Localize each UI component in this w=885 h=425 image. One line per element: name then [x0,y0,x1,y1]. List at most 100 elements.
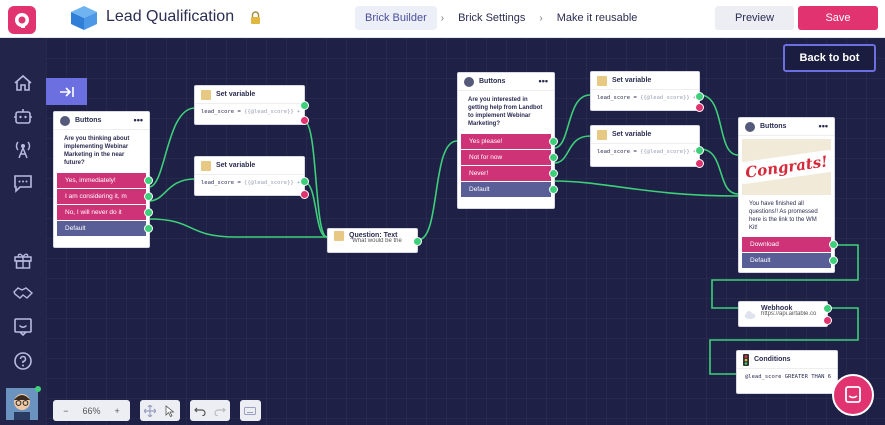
select-tool[interactable] [160,400,180,421]
flow-canvas[interactable]: Buttons ••• Are you thinking about imple… [46,38,885,425]
brick-message: You have finished all questions!! As pro… [749,201,818,231]
output-port[interactable] [695,146,704,155]
buttons-brick-icon [745,121,755,132]
button-option[interactable]: Yes, immediately! [57,173,153,188]
pan-tool[interactable] [140,400,160,421]
keyboard-button[interactable] [240,400,260,421]
brick-header: Set variable [195,86,304,104]
broadcast-icon[interactable] [12,138,34,160]
bot-icon[interactable] [12,105,34,127]
variable-expression: lead_score = {{@lead_score}} + 1 [201,180,304,186]
brick-header: Question: Text [328,229,417,242]
output-port[interactable] [549,137,558,146]
more-options-icon[interactable]: ••• [133,115,143,125]
default-option[interactable]: Default [57,221,153,236]
bot-logo-icon [15,13,29,28]
brick-title: Question: Text [349,232,398,239]
button-option[interactable]: Never! [461,166,558,181]
output-port[interactable] [549,169,558,178]
gift-icon[interactable] [12,249,34,271]
buttons-brick[interactable]: Buttons ••• Congrats! You have finished … [738,117,838,273]
output-port[interactable] [413,237,422,246]
tab-brick-builder[interactable]: Brick Builder [355,6,437,30]
webhook-url: https://api.airtable.co [761,311,817,317]
brick-question: Are you interested in getting help from … [468,97,543,127]
set-variable-brick[interactable]: Set variable lead_score = {{@lead_score}… [590,71,704,112]
question-text-brick[interactable]: Question: Text "What would be the [327,228,422,253]
question-preview: "What would be the [350,238,402,244]
lock-icon[interactable] [250,11,261,24]
buttons-brick[interactable]: Buttons ••• Are you thinking about imple… [53,111,153,248]
save-button[interactable]: Save [798,6,878,30]
home-icon[interactable] [12,72,34,94]
redo-button[interactable] [210,400,230,421]
button-option[interactable]: Download [742,237,838,252]
set-variable-brick[interactable]: Set variable lead_score = {{@lead_score}… [590,125,704,168]
handshake-icon[interactable] [12,282,34,304]
feedback-icon[interactable] [12,316,34,338]
buttons-brick[interactable]: Buttons ••• Are you interested in gettin… [457,72,558,209]
more-options-icon[interactable]: ••• [538,76,548,86]
output-port[interactable] [829,240,838,249]
button-option[interactable]: Yes please! [461,134,558,149]
preview-button[interactable]: Preview [715,6,794,30]
bot-title[interactable]: Lead Qualification [106,8,235,25]
default-option[interactable]: Default [742,253,838,268]
top-bar: Lead Qualification Brick Builder › Brick… [0,0,885,38]
zoom-out-button[interactable]: − [63,405,69,416]
user-avatar[interactable] [6,388,38,420]
option-label: No, I will never do it [65,209,122,216]
congrats-image-text: Congrats! [742,149,831,185]
default-option[interactable]: Default [461,182,558,197]
button-option[interactable]: No, I will never do it [57,205,153,220]
set-variable-brick[interactable]: Set variable lead_score = {{@lead_score}… [194,156,309,199]
tab-make-reusable[interactable]: Make it reusable [556,12,638,24]
output-port[interactable] [300,177,309,186]
button-option[interactable]: Not for now [461,150,558,165]
error-port[interactable] [823,316,832,325]
more-options-icon[interactable]: ••• [818,121,828,131]
webhook-brick[interactable]: Webhook https://api.airtable.co [738,301,832,327]
output-port[interactable] [144,224,153,233]
undo-button[interactable] [190,400,210,421]
error-port[interactable] [300,190,309,199]
cursor-icon [165,404,175,417]
option-label: Default [469,186,490,193]
error-port[interactable] [695,159,704,168]
error-port[interactable] [695,103,704,112]
chat-icon[interactable] [12,172,34,194]
zoom-in-button[interactable]: + [114,405,120,416]
connector-lines [148,94,859,375]
buttons-brick-icon [464,76,474,87]
zoom-level: 66% [82,405,101,416]
cloud-icon [744,311,756,319]
notepad-icon [201,89,211,100]
pointer-tools [140,400,180,421]
zoom-control: − 66% + [53,400,130,421]
landbot-logo[interactable] [8,6,36,34]
brick-header: Set variable [591,126,699,144]
help-icon[interactable] [12,350,34,372]
output-port[interactable] [144,176,153,185]
output-port[interactable] [144,208,153,217]
output-port[interactable] [300,101,309,110]
output-port[interactable] [549,153,558,162]
output-port[interactable] [144,192,153,201]
chat-launcher-button[interactable] [832,374,874,416]
congrats-image: Congrats! [742,139,831,195]
output-port[interactable] [829,256,838,265]
notepad-icon [597,129,607,140]
brick-header: Conditions [737,351,837,369]
button-option[interactable]: I am considering it, m [57,189,153,204]
brick-title: Set variable [216,162,256,169]
tab-brick-settings[interactable]: Brick Settings [458,12,526,24]
error-port[interactable] [300,116,309,125]
output-port[interactable] [695,92,704,101]
output-port[interactable] [549,185,558,194]
expand-panel-button[interactable] [46,78,87,105]
conditions-brick[interactable]: Conditions @lead_score GREATER THAN 6 [736,350,838,394]
history-tools [190,400,230,421]
set-variable-brick[interactable]: Set variable lead_score = {{@lead_score}… [194,85,309,125]
output-port[interactable] [823,304,832,313]
back-to-bot-button[interactable]: Back to bot [783,44,876,72]
